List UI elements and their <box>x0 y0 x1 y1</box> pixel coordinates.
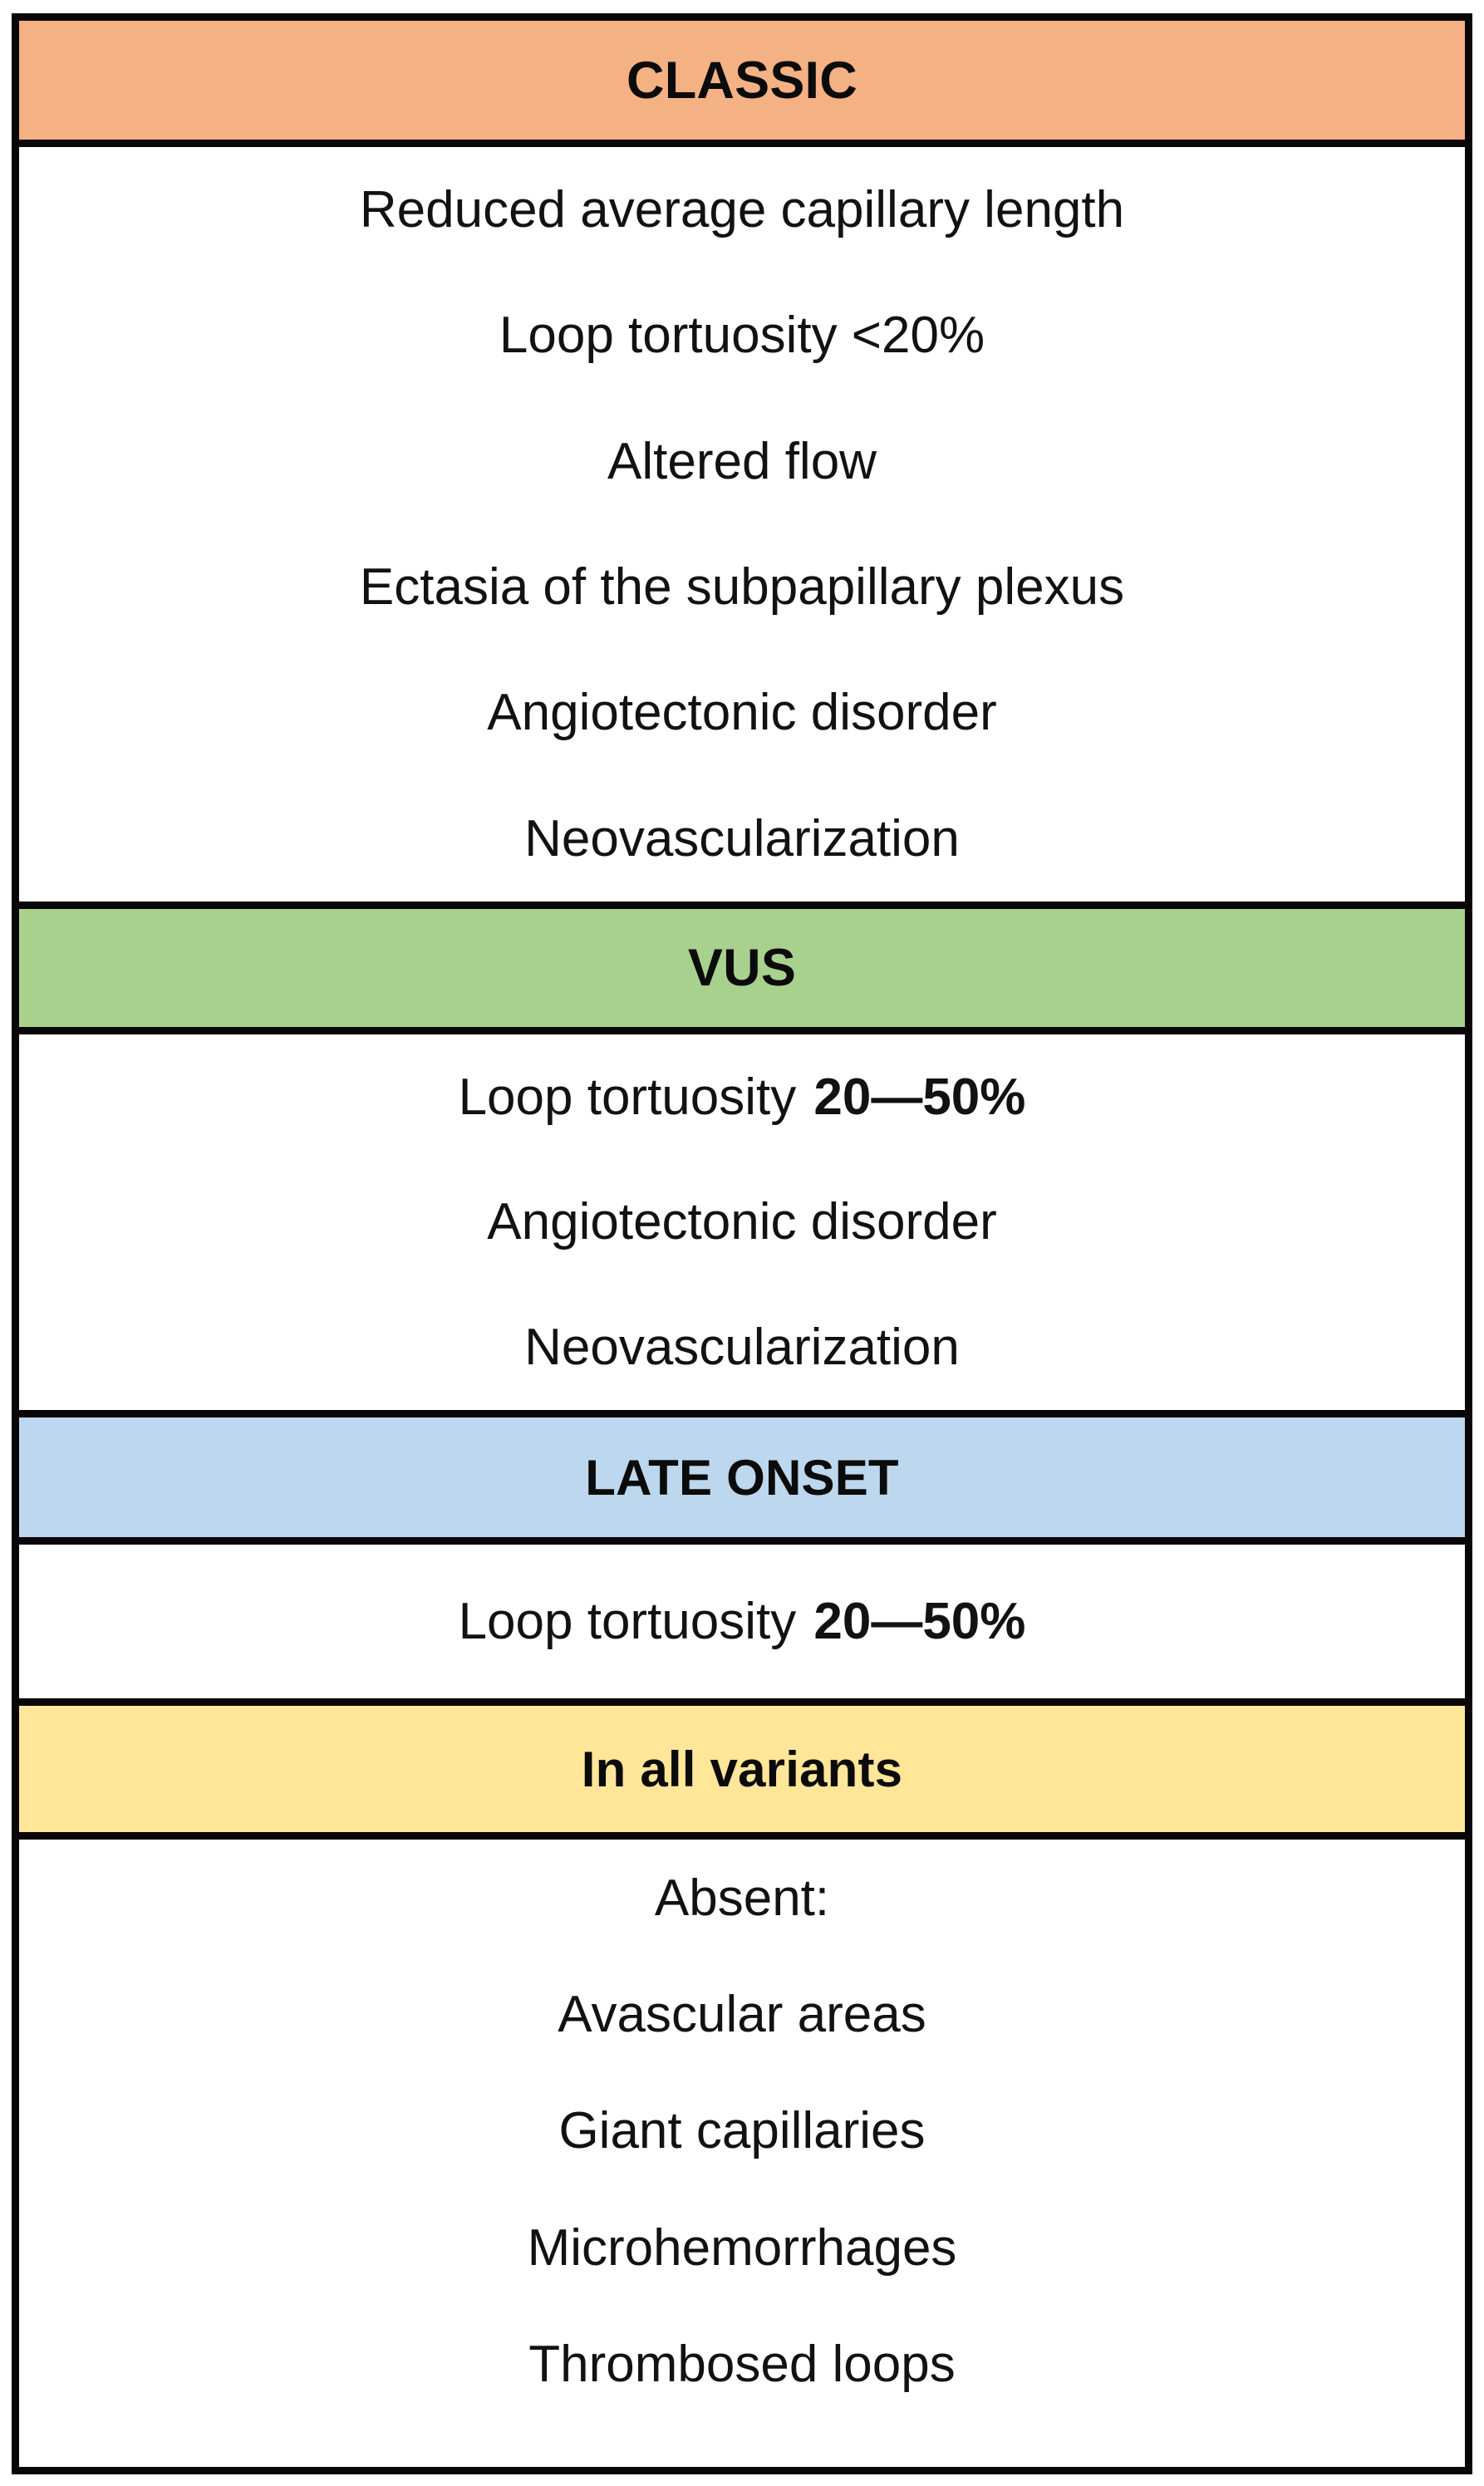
list-item: Avascular areas <box>558 1986 926 2044</box>
section-body-late-onset: Loop tortuosity 20—50% <box>19 1545 1465 1698</box>
list-item: Loop tortuosity 20—50% <box>19 1070 1465 1124</box>
section-body-vus: Loop tortuosity 20—50% Angiotectonic dis… <box>19 1034 1465 1410</box>
list-item: Thrombosed loops <box>528 2336 956 2394</box>
list-item: Loop tortuosity 20—50% <box>19 1594 1465 1648</box>
list-item: Neovascularization <box>524 809 960 867</box>
section-header-classic: CLASSIC <box>19 21 1465 147</box>
list-item: Microhemorrhages <box>527 2218 957 2277</box>
list-item: Ectasia of the subpapillary plexus <box>359 558 1125 617</box>
list-item: Neovascularization <box>524 1319 960 1377</box>
list-item-label: Loop tortuosity <box>458 1592 797 1650</box>
section-header-late-onset: LATE ONSET <box>19 1410 1465 1545</box>
list-item: Absent: <box>654 1869 830 1927</box>
list-item: Altered flow <box>607 432 877 490</box>
list-item: Angiotectonic disorder <box>487 1193 997 1251</box>
section-body-all-variants: Absent: Avascular areas Giant capillarie… <box>19 1840 1465 2423</box>
list-item: Angiotectonic disorder <box>487 684 997 742</box>
list-item-value: 20—50% <box>813 1592 1026 1650</box>
list-item-value: 20—50% <box>813 1068 1026 1126</box>
list-item: Giant capillaries <box>558 2102 926 2160</box>
capillaroscopy-findings-table: CLASSIC Reduced average capillary length… <box>12 13 1472 2474</box>
section-header-all-variants: In all variants <box>19 1698 1465 1840</box>
list-item-label: Loop tortuosity <box>458 1068 797 1126</box>
list-item: Loop tortuosity <20% <box>499 307 985 365</box>
list-item: Reduced average capillary length <box>359 181 1125 239</box>
section-header-vus: VUS <box>19 902 1465 1034</box>
section-body-classic: Reduced average capillary length Loop to… <box>19 147 1465 902</box>
